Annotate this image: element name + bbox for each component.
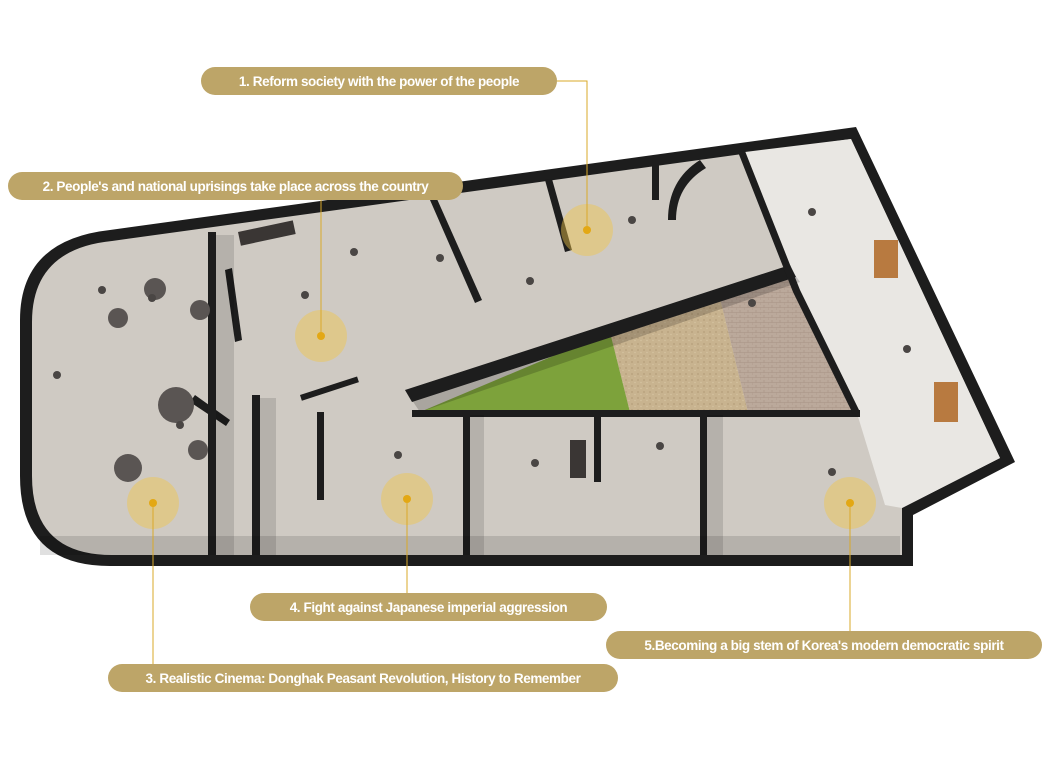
- label-reform-society: 1. Reform society with the power of the …: [201, 67, 557, 95]
- hotspot-3: [127, 477, 179, 529]
- leader-lines: [152, 80, 851, 664]
- hotspot-2: [295, 310, 347, 362]
- label-uprisings: 2. People's and national uprisings take …: [8, 172, 463, 200]
- benches: [238, 220, 958, 478]
- hotspot-5: [824, 477, 876, 529]
- visitor-figures: [53, 208, 911, 476]
- courtyard-brick: [720, 275, 858, 412]
- label-japanese-aggression: 4. Fight against Japanese imperial aggre…: [250, 593, 607, 621]
- hotspot-4: [381, 473, 433, 525]
- label-realistic-cinema: 3. Realistic Cinema: Donghak Peasant Rev…: [108, 664, 618, 692]
- label-democratic-spirit: 5.Becoming a big stem of Korea's modern …: [606, 631, 1042, 659]
- courtyard-grass: [420, 332, 630, 412]
- leader-line-1: [557, 80, 588, 226]
- hotspot-1: [561, 204, 613, 256]
- round-tables: [108, 278, 210, 482]
- courtyard-sand: [610, 298, 748, 412]
- wall-shadows: [40, 235, 900, 555]
- interior-walls: [190, 151, 860, 555]
- floor-area: [32, 139, 1000, 555]
